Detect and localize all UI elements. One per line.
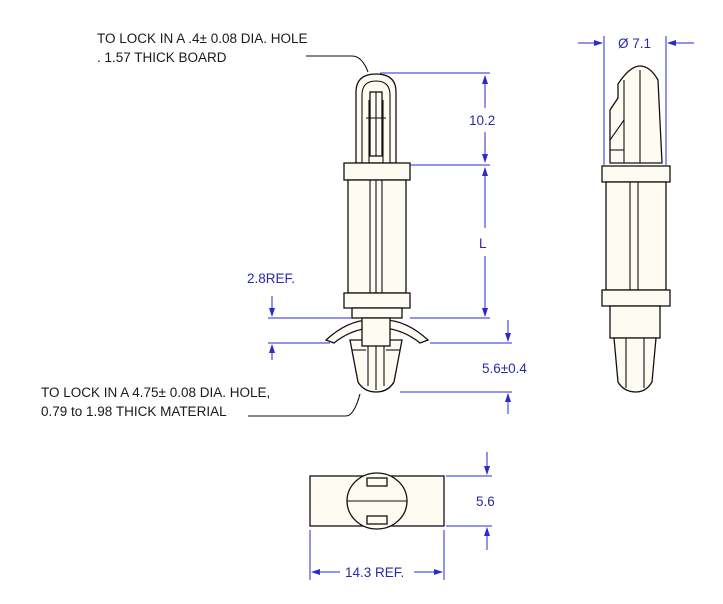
note-bottom-line2: 0.79 to 1.98 THICK MATERIAL [41, 404, 227, 419]
bottom-flange [343, 292, 411, 309]
dim-bottom-length [309, 530, 445, 580]
note-top-line1: TO LOCK IN A .4± 0.08 DIA. HOLE [97, 31, 308, 46]
front-view [324, 73, 430, 393]
neck [351, 307, 403, 319]
dim-label-bottom-length: 14.3 REF. [345, 565, 404, 580]
note-top-line2: . 1.57 THICK BOARD [97, 50, 227, 65]
dim-diameter [578, 36, 694, 165]
dim-label-body-length: L [479, 236, 487, 251]
leader-lines [248, 55, 369, 417]
dim-label-flange-ref: 2.8REF. [247, 271, 295, 286]
top-flange [343, 162, 411, 181]
side-latch [609, 305, 661, 393]
note-bottom-line1: TO LOCK IN A 4.75± 0.08 DIA. HOLE, [41, 385, 270, 400]
bottom-view [309, 472, 445, 530]
dim-label-bottom-width: 5.6 [476, 494, 495, 509]
side-bottom-flange [601, 289, 671, 307]
side-view [601, 65, 671, 393]
dim-label-head-height: 10.2 [469, 113, 495, 128]
dim-head-height [380, 72, 490, 166]
side-top-flange [601, 165, 671, 183]
dim-bottom-width [446, 452, 492, 550]
top-arrowhead-clip [355, 73, 397, 164]
spacer-body [347, 179, 407, 294]
dim-label-diameter: Ø 7.1 [618, 36, 651, 51]
side-arrowhead [609, 65, 663, 164]
dim-base-height [400, 320, 512, 414]
dim-body-length [410, 167, 490, 319]
dim-flange-ref [268, 296, 352, 360]
bottom-snap-latch [349, 317, 403, 393]
dim-label-base-height: 5.6±0.4 [482, 361, 527, 376]
side-body [605, 181, 667, 291]
